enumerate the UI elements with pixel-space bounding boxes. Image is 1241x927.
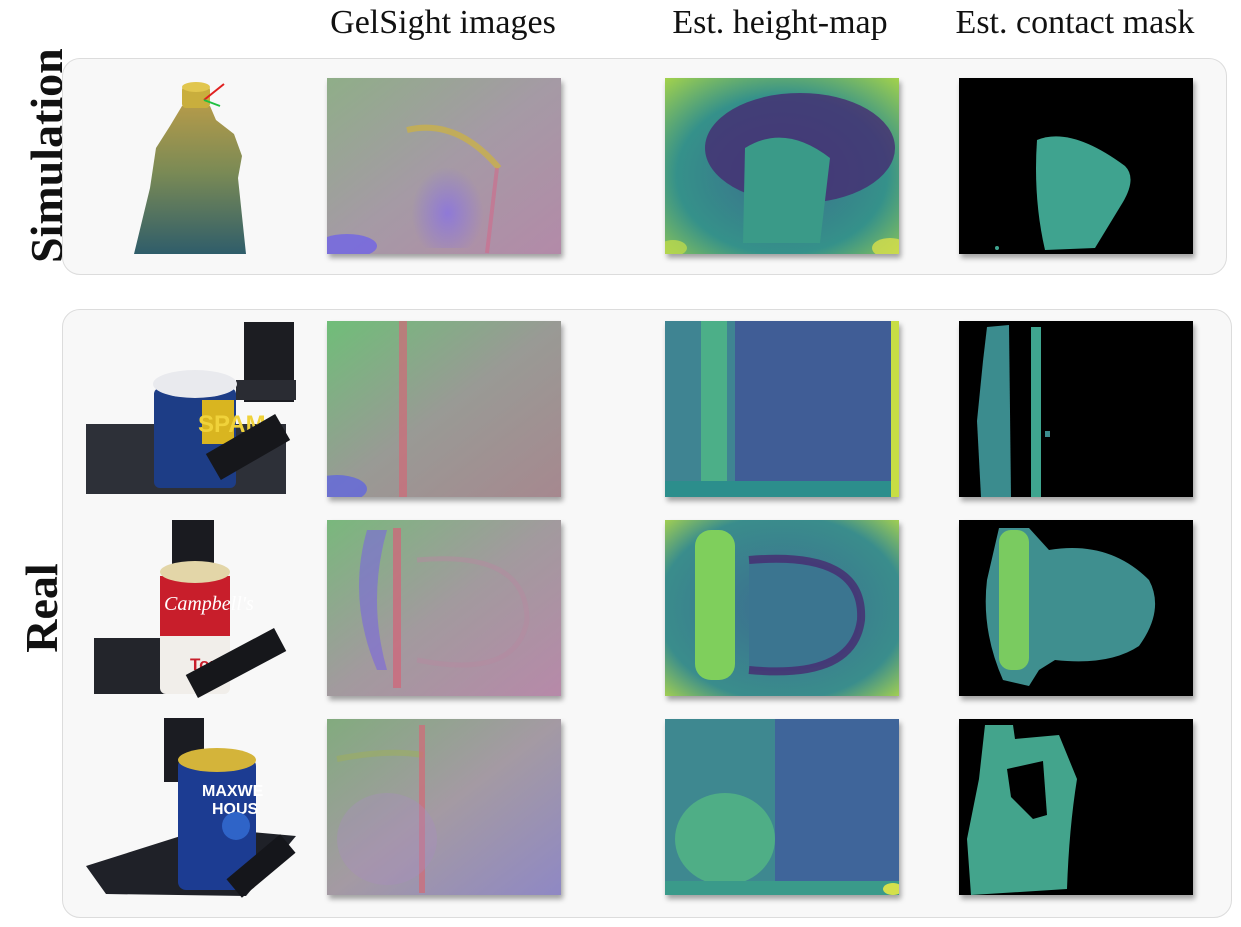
simulation-height-map	[665, 78, 899, 254]
spam-contact-mask	[959, 321, 1193, 497]
maxwell-gelsight-image	[327, 719, 561, 895]
campbells-label-text: Campbell's	[164, 593, 254, 615]
gelsight-images-header: GelSight images	[330, 4, 556, 41]
spam-height-map	[665, 321, 899, 497]
simulation-contact-mask	[959, 78, 1193, 254]
campbells-gelsight-image	[327, 520, 561, 696]
simulation-gelsight-image	[327, 78, 561, 254]
simulation-scene-image	[130, 78, 252, 258]
maxwell-label-text: MAXWE	[202, 783, 264, 800]
height-map-header: Est. height-map	[672, 4, 888, 41]
contact-mask-header: Est. contact mask	[955, 4, 1195, 41]
maxwell-scene-image: MAXWE HOUS	[86, 718, 298, 898]
spam-scene-image: SPAM	[86, 320, 298, 498]
campbells-scene-image: Campbell's Toma	[94, 520, 294, 698]
maxwell-contact-mask	[959, 719, 1193, 895]
campbells-contact-mask	[959, 520, 1193, 696]
real-row-label: Real	[16, 563, 67, 653]
campbells-height-map	[665, 520, 899, 696]
house-label-text: HOUS	[212, 801, 259, 818]
maxwell-height-map	[665, 719, 899, 895]
spam-gelsight-image	[327, 321, 561, 497]
